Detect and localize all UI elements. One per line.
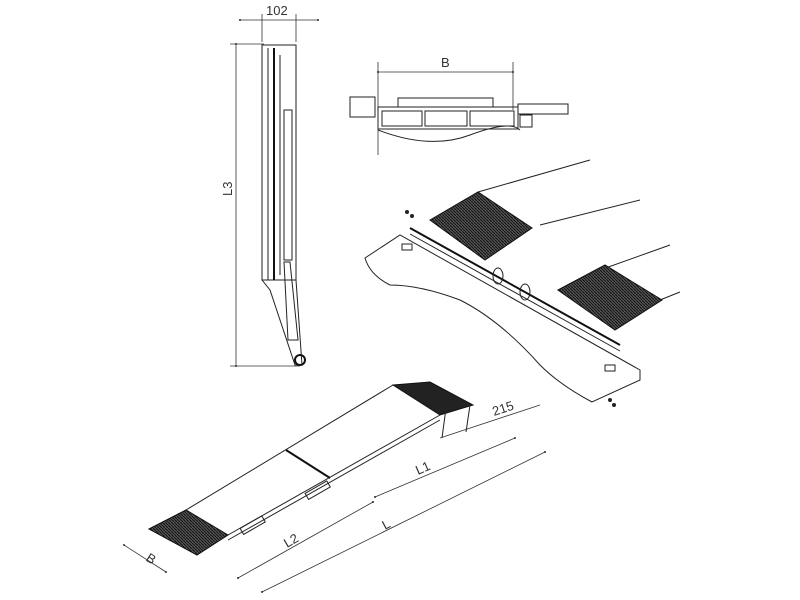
folded-ramp-view: 102 L3 — [220, 3, 319, 367]
ramp-view: B L2 L L1 215 — [123, 381, 546, 593]
end-width-label: B — [441, 55, 450, 70]
folded-height-label: L3 — [220, 182, 235, 196]
ramp-l1-label: L1 — [413, 458, 432, 478]
folded-width-label: 102 — [266, 3, 288, 18]
ramp-l2-label: L2 — [281, 530, 301, 550]
installed-view — [364, 159, 681, 407]
ramp-l-label: L — [379, 516, 392, 533]
ramp-lip-label: 215 — [490, 398, 515, 419]
ramp-width-label: B — [143, 550, 158, 567]
end-view: B — [349, 55, 569, 155]
